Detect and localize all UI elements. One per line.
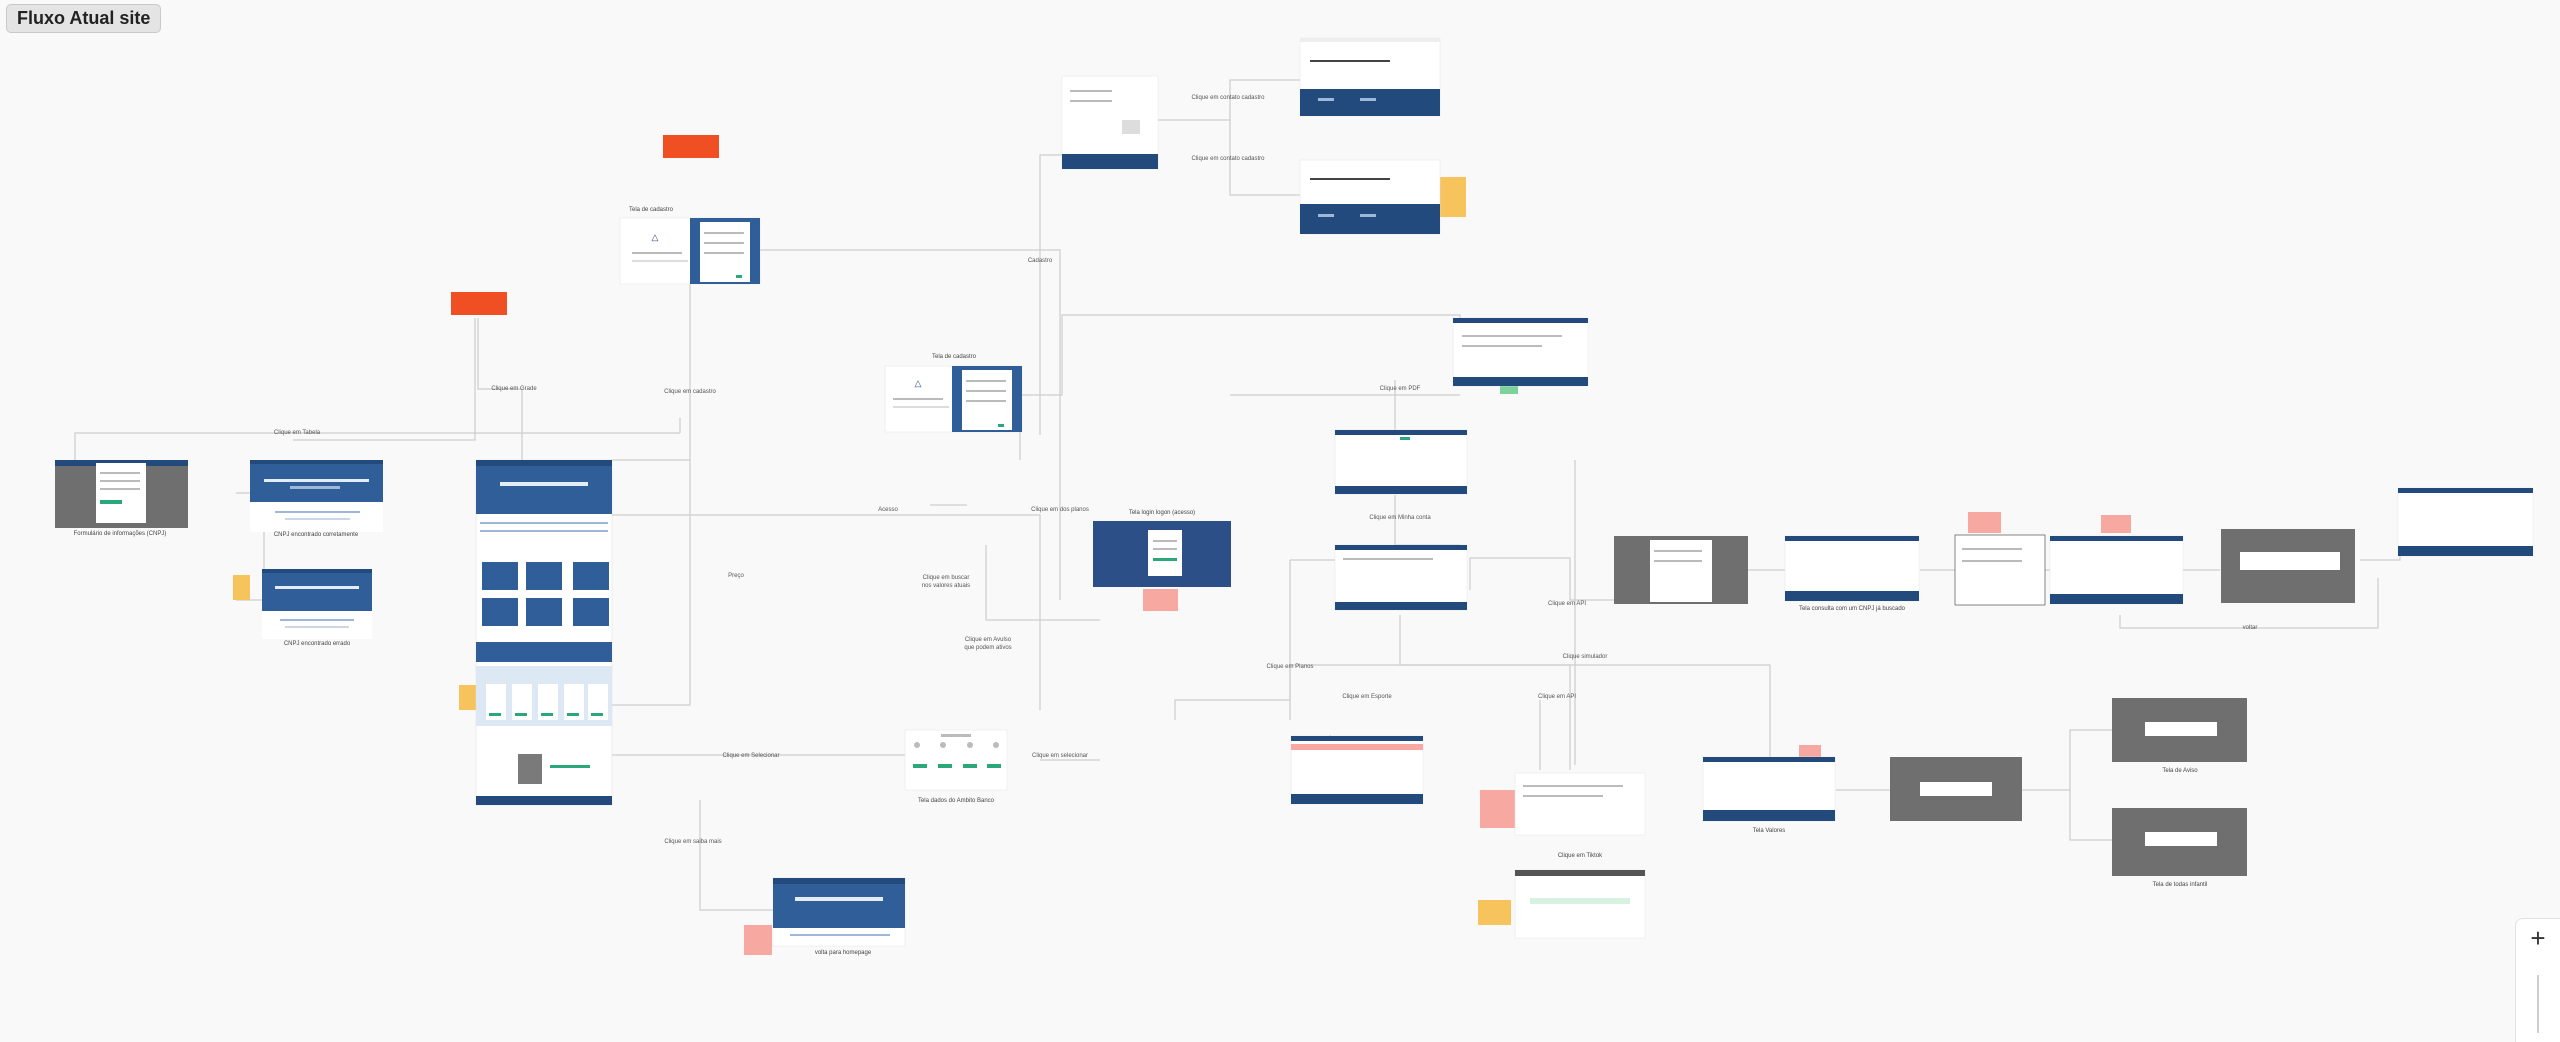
screen-cnpj-encontrado-label: CNPJ encontrado corretamente — [274, 532, 359, 538]
svg-text:△: △ — [652, 232, 659, 242]
note-yellow-2[interactable] — [459, 685, 476, 710]
label-voltar: voltar — [2243, 625, 2258, 631]
screen-formulario-label: Formulário de informações (CNPJ) — [74, 531, 167, 537]
label-clique-minha-conta: Clique em Minha conta — [1369, 515, 1431, 521]
frame-title[interactable]: Fluxo Atual site — [6, 4, 162, 33]
zoom-in-icon[interactable]: + — [2530, 923, 2546, 953]
screen-cnpj-errado-label: CNPJ encontrado errado — [284, 641, 351, 647]
screen-tela-valores-label: Tela Valores — [1753, 828, 1786, 834]
label-preco: Preço — [728, 573, 744, 579]
screen-top-mid[interactable] — [1061, 75, 1159, 170]
connector-lines — [74, 79, 2401, 911]
note-pink-4[interactable] — [1480, 790, 1518, 828]
note-yellow-3[interactable] — [1478, 900, 1511, 925]
screen-right-conta[interactable] — [2049, 535, 2184, 605]
screen-minha-conta[interactable] — [1334, 429, 1468, 495]
label-clique-buscar-note: nos valores atuais — [922, 583, 970, 589]
screen-esporte[interactable] — [1290, 735, 1424, 805]
label-clique-api-2: Clique em API — [1548, 601, 1586, 607]
screen-tela-cadastro-label: Tela de cadastro — [629, 207, 674, 213]
screen-top-right-3[interactable] — [1452, 317, 1589, 387]
screen-right-gray-2[interactable] — [2221, 529, 2355, 603]
screen-volta-homepage[interactable]: volta para homepage — [772, 877, 906, 956]
screen-clique-tiktok[interactable]: Clique em Tiktok — [1514, 772, 1646, 859]
label-acesso: Acesso — [878, 507, 898, 513]
screen-tela-aviso-2-label: Tela de todas infantil — [2153, 882, 2208, 888]
note-pink-login[interactable] — [1143, 589, 1178, 611]
screen-homepage[interactable] — [475, 459, 613, 806]
label-clique-cadastro: Clique em cadastro — [664, 389, 716, 395]
screen-cnpj-errado[interactable]: CNPJ encontrado errado — [262, 569, 372, 647]
label-clique-planos: Clique em Planos — [1266, 664, 1313, 670]
screen-tela-consulta-cnpj[interactable]: Tela consulta com um CNPJ já buscado — [1784, 535, 1920, 612]
screen-tela-valores[interactable]: Tela Valores — [1702, 756, 1836, 834]
label-cadastro: Cadastro — [1028, 258, 1053, 264]
label-clique-avulso-2: que podem ativos — [964, 645, 1011, 651]
label-clique-pdf: Clique em PDF — [1380, 386, 1421, 392]
screen-tela-aviso[interactable]: Tela de Aviso — [2112, 698, 2247, 774]
screen-tiktok-2[interactable] — [1514, 869, 1646, 939]
screen-top-right-1[interactable] — [1299, 37, 1441, 117]
red-sticker-b[interactable] — [451, 292, 507, 315]
svg-text:△: △ — [915, 378, 922, 388]
red-sticker-a[interactable] — [663, 135, 719, 158]
screen-login[interactable]: Tela login logon (acesso) — [1093, 510, 1231, 587]
zoom-control[interactable]: + — [2515, 918, 2560, 1042]
screen-cnpj-encontrado[interactable]: CNPJ encontrado corretamente — [250, 460, 383, 538]
screen-tela-consulta-label: Tela consulta com um CNPJ já buscado — [1799, 606, 1906, 612]
note-yellow-1[interactable] — [233, 575, 250, 600]
screen-tela-dados-ano[interactable]: Tela dados do Ambito Banco — [904, 729, 1008, 804]
label-clique-grade: Clique em Grade — [491, 386, 537, 392]
label-clique-plano: Clique em dos planos — [1031, 507, 1089, 513]
note-pink-homepage[interactable] — [744, 925, 772, 955]
screen-login-label: Tela login logon (acesso) — [1129, 510, 1195, 516]
screen-tela-cadastro[interactable]: △ Tela de cadastro — [619, 207, 761, 285]
label-clique-contato-cadastro: Clique em contato cadastro — [1191, 95, 1265, 101]
screen-pdf[interactable] — [1334, 544, 1468, 611]
label-clique-simulador: Clique simulador — [1563, 654, 1608, 660]
label-clique-contato-cadastro-2: Clique em contato cadastro — [1191, 156, 1265, 162]
screen-clique-tiktok-label: Clique em Tiktok — [1558, 853, 1603, 859]
label-clique-api: Clique em API — [1538, 694, 1576, 700]
label-clique-selecionar: Clique em Selecionar — [722, 753, 779, 759]
label-clique-avulso: Clique em Avulso — [965, 637, 1012, 643]
screen-volta-homepage-label: volta para homepage — [815, 950, 872, 956]
label-clique-saiba-mais: Clique em saiba mais — [664, 839, 721, 845]
zoom-slider-track[interactable] — [2537, 975, 2539, 1033]
screen-right-gray-1[interactable] — [1614, 536, 1748, 604]
screen-tela-cadastro-2[interactable]: △ Tela de cadastro — [884, 354, 1023, 433]
screen-tela-dados-label: Tela dados do Ambito Banco — [918, 798, 995, 804]
screen-tela-cadastro-2-label: Tela de cadastro — [932, 354, 977, 360]
screen-right-gray-3[interactable] — [1890, 757, 2022, 821]
note-pink-2[interactable] — [1968, 512, 2001, 533]
label-clique-buscar: Clique em buscar — [923, 575, 970, 581]
note-pink-3[interactable] — [2101, 515, 2131, 533]
screen-tela-aviso-2[interactable]: Tela de todas infantil — [2112, 808, 2247, 888]
screen-right-form[interactable] — [1954, 534, 2046, 606]
screen-formulario[interactable]: Formulário de informações (CNPJ) — [55, 460, 188, 537]
screen-top-right-2[interactable] — [1299, 159, 1441, 235]
screen-tela-aviso-label: Tela de Aviso — [2162, 768, 2198, 774]
label-clique-tabela: Clique em Tabela — [274, 430, 321, 436]
label-clique-selecionar-2: Clique em selecionar — [1032, 753, 1088, 759]
label-clique-esporte: Clique em Esporte — [1342, 694, 1392, 700]
screen-far-right[interactable] — [2397, 487, 2534, 557]
connector-labels: Clique em Tabela Clique em cadastro Cliq… — [274, 95, 2257, 845]
